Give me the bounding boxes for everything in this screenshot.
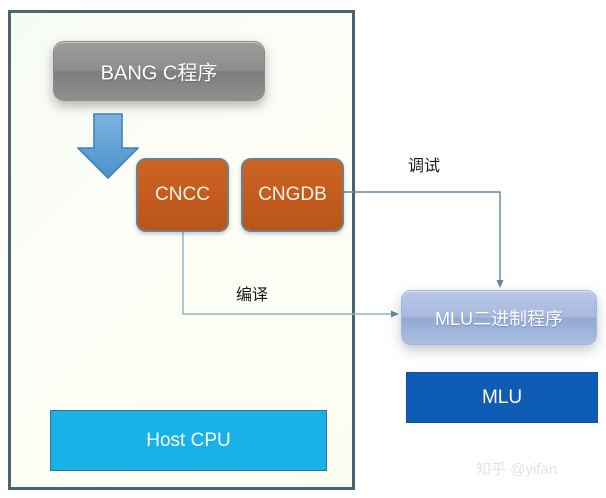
node-host-cpu-label: Host CPU <box>146 429 231 451</box>
node-cngdb[interactable]: CNGDB <box>241 158 344 232</box>
node-cncc[interactable]: CNCC <box>136 158 229 232</box>
node-bang-c-program[interactable]: BANG C程序 <box>53 41 265 101</box>
down-arrow-icon <box>77 113 139 179</box>
connector-debug-path <box>344 191 504 288</box>
connector-label-compile: 编译 <box>236 287 269 304</box>
node-mlu-binary-program-label: MLU二进制程序 <box>434 308 563 329</box>
watermark-text: 知乎 @yifan <box>476 461 558 478</box>
node-host-cpu[interactable]: Host CPU <box>50 410 327 471</box>
node-bang-c-program-label: BANG C程序 <box>100 62 218 85</box>
node-cncc-label: CNCC <box>155 184 210 205</box>
node-mlu[interactable]: MLU <box>406 372 598 423</box>
connector-label-debug: 调试 <box>408 158 441 175</box>
node-cngdb-label: CNGDB <box>258 184 327 205</box>
node-mlu-binary-program[interactable]: MLU二进制程序 <box>401 290 597 345</box>
node-mlu-label: MLU <box>481 386 523 408</box>
